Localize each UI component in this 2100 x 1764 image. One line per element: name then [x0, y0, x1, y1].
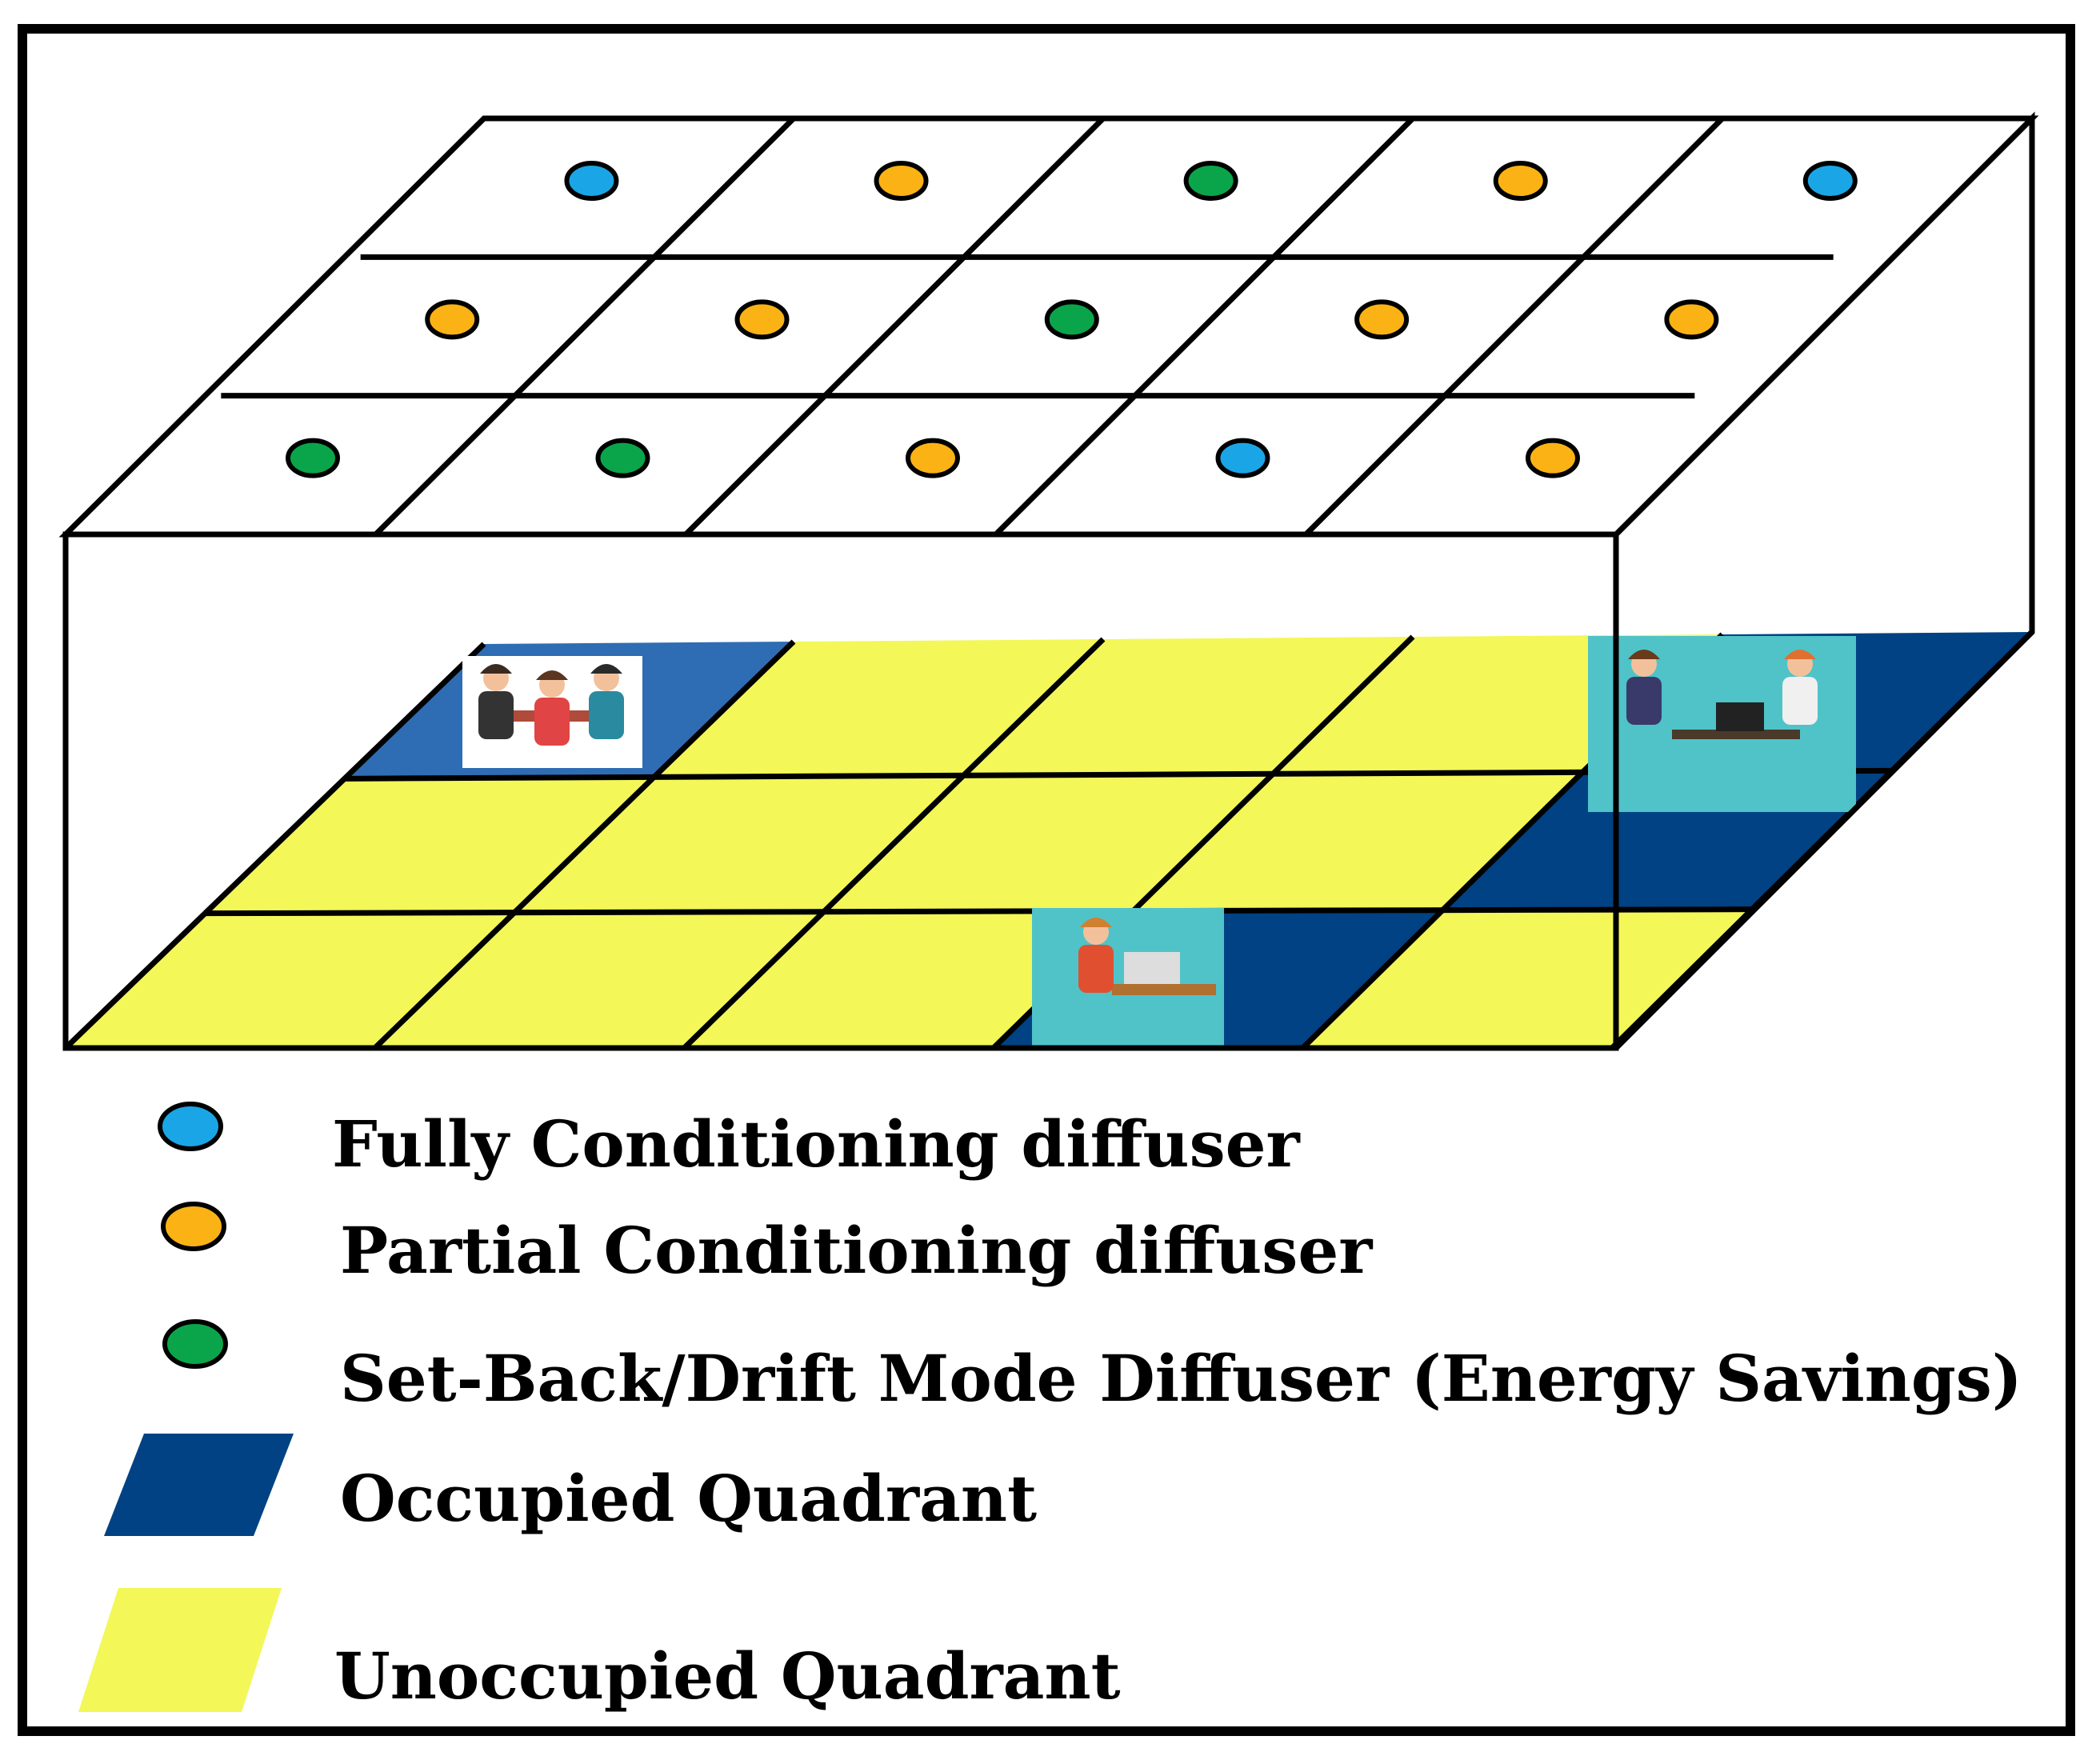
partial-diffuser-icon — [425, 299, 480, 340]
floor-quadrant-unoccupied — [514, 775, 964, 913]
ceiling-grid-line — [1303, 116, 1725, 537]
legend-label-partial: Partial Conditioning diffuser — [340, 1213, 1373, 1288]
person-body — [534, 698, 570, 746]
person-hair — [480, 664, 512, 674]
fully-diffuser-icon — [1802, 161, 1858, 201]
legend-unoccupied-swatch — [78, 1588, 282, 1712]
legend-label-fully: Fully Conditioning diffuser — [332, 1106, 1300, 1182]
floor-quadrant-unoccupied — [963, 637, 1413, 776]
person-hair — [1628, 650, 1660, 659]
person-hair — [590, 664, 622, 674]
legend-symbols — [78, 1102, 294, 1712]
meeting-people-icon — [462, 656, 642, 768]
partial-diffuser-icon — [1664, 299, 1719, 340]
person-hair — [536, 670, 568, 680]
setback-diffuser-icon — [1044, 299, 1099, 340]
setback-diffuser-icon — [595, 438, 650, 478]
laptop — [1716, 702, 1764, 731]
floor-quadrant-unoccupied — [1133, 772, 1583, 911]
legend-setback-diffuser-icon — [162, 1319, 228, 1369]
floor-quadrant-unoccupied — [66, 912, 515, 1048]
floor-quadrant-unoccupied — [374, 911, 824, 1048]
person-hair — [1784, 650, 1816, 659]
person-body — [478, 691, 514, 739]
partial-diffuser-icon — [905, 438, 960, 478]
floor-quadrant-unoccupied — [1302, 909, 1752, 1048]
floor-quadrant-unoccupied — [654, 639, 1103, 778]
legend-label-setback: Set-Back/Drift Mode Diffuser (Energy Sav… — [340, 1341, 2022, 1416]
floor-grid-line — [373, 639, 796, 1050]
legend-label-unoccupied: Unoccupied Quadrant — [334, 1638, 1121, 1714]
ceiling-grid-line — [374, 116, 796, 537]
desk — [1672, 730, 1800, 739]
room-edge — [1614, 630, 2034, 1050]
partial-diffuser-icon — [874, 161, 929, 201]
floor-quadrant-unoccupied — [684, 910, 1134, 1048]
floor-grid-line — [63, 642, 486, 1050]
setback-diffuser-icon — [286, 438, 341, 478]
desk — [1112, 984, 1216, 995]
person-body — [1782, 677, 1818, 725]
ceiling-grid-line — [683, 116, 1106, 537]
person-body — [1078, 945, 1114, 993]
two-women-laptop-icon — [1588, 636, 1856, 812]
setback-diffuser-icon — [1183, 161, 1238, 201]
ceiling-diffusers — [286, 161, 1858, 478]
person-hair — [1080, 918, 1112, 927]
partial-diffuser-icon — [734, 299, 790, 340]
legend-label-occupied: Occupied Quadrant — [340, 1461, 1038, 1536]
legend-occupied-swatch — [104, 1434, 294, 1536]
floor-quadrant-unoccupied — [823, 774, 1274, 912]
partial-diffuser-icon — [1525, 438, 1580, 478]
floor-quadrant-unoccupied — [205, 777, 654, 914]
fully-diffuser-icon — [564, 161, 619, 201]
partial-diffuser-icon — [1493, 161, 1548, 201]
legend-partial-diffuser-icon — [161, 1202, 226, 1251]
laptop — [1124, 952, 1180, 984]
occupant-icons — [462, 636, 1856, 1050]
floor-grid-line — [205, 906, 1753, 917]
fully-diffuser-icon — [1215, 438, 1270, 478]
person-at-desk-icon — [1032, 908, 1224, 1050]
floor-grid-line — [682, 637, 1106, 1050]
person-body — [589, 691, 624, 739]
partial-diffuser-icon — [1354, 299, 1410, 340]
person-body — [1626, 677, 1662, 725]
legend-fully-diffuser-icon — [158, 1102, 223, 1151]
ceiling-grid-line — [994, 116, 1415, 537]
